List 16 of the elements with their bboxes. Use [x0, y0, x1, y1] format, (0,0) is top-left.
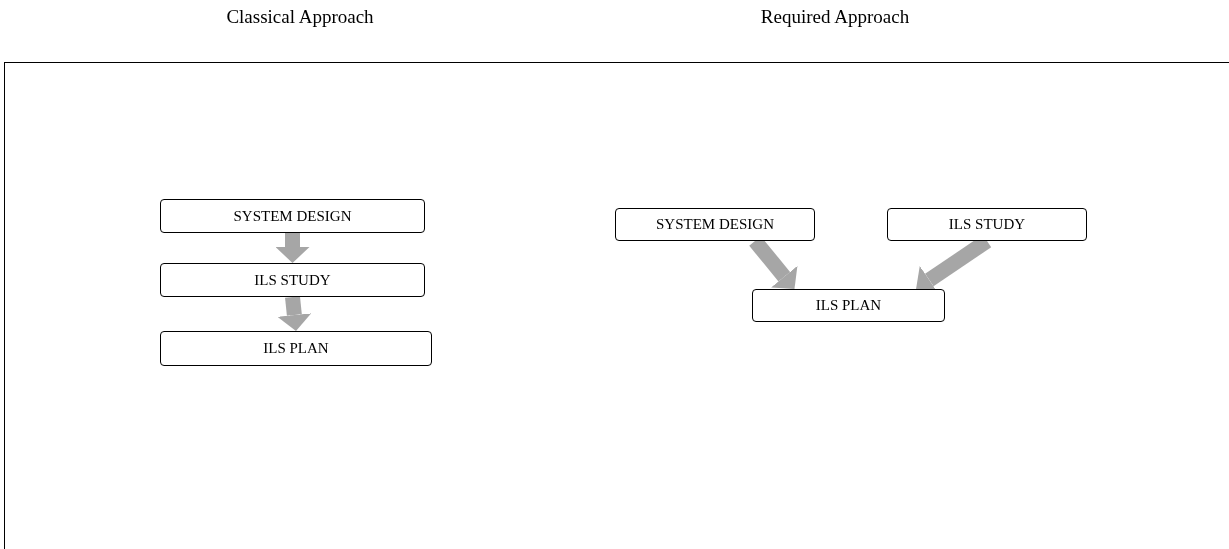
- process-box: [160, 263, 425, 297]
- box-label: SYSTEM DESIGN: [233, 207, 352, 225]
- column-heading: Required Approach: [760, 6, 910, 28]
- block-arrow: [275, 233, 310, 263]
- box-label: ILS PLAN: [815, 297, 882, 314]
- process-box: [160, 331, 432, 366]
- process-box: [752, 289, 945, 322]
- column-heading: Classical Approach: [226, 6, 374, 28]
- box-label: SYSTEM DESIGN: [656, 216, 774, 233]
- box-label: ILS STUDY: [948, 216, 1026, 233]
- process-box: [887, 208, 1087, 241]
- box-label: ILS STUDY: [254, 271, 331, 289]
- box-label: ILS PLAN: [263, 340, 329, 357]
- block-arrow: [277, 296, 312, 331]
- process-box: [160, 199, 425, 233]
- process-box: [615, 208, 815, 241]
